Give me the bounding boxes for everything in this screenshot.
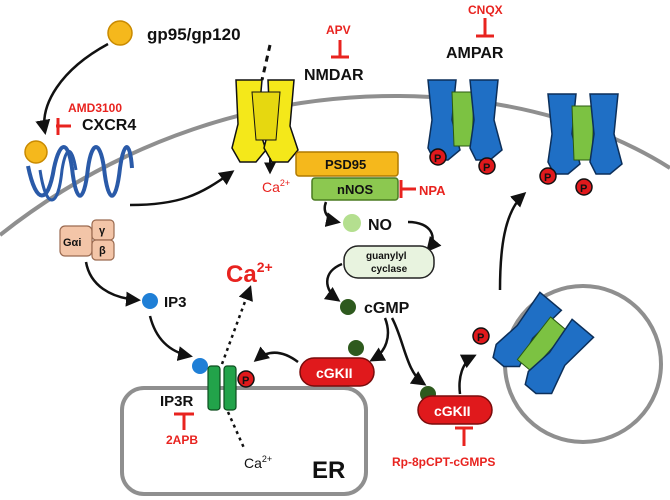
nmdar-receptor [231,79,299,163]
rp-label: Rp-8pCPT-cGMPS [392,455,495,469]
gprotein-to-ip3-arrow [84,261,141,307]
ca-big-symbol: Ca [226,261,257,288]
vesicle-to-membrane-arrow [498,191,527,291]
nmdar-label: NMDAR [304,67,364,84]
er-label: ER [312,457,345,484]
ampar-receptor-2 [547,93,623,175]
ampar-vesicle-phospho [472,327,490,345]
guanylyl-cyclase [343,245,435,279]
gamma-label: γ [99,225,106,237]
ca-er-label: Ca2+ [244,454,272,471]
cnqx-label: CNQX [468,3,503,17]
ampar-2-phospho-right-label: P [580,183,587,195]
cgkii-right-label: cGKII [434,403,471,419]
cyclase-to-cgmp-arrow [323,262,343,302]
ca-nmdar-charge: 2+ [280,178,290,188]
cxcr4-receptor [26,145,134,202]
ca-nmdar-label: Ca2+ [262,178,290,195]
gp120-ligand [107,20,133,46]
ampar-1-phospho-left-label: P [434,153,441,165]
apv-label: APV [326,23,351,37]
ip3r-ip3-bound [192,358,208,374]
cgkii-left-box [299,357,375,387]
ip3-to-ip3r-arrow [148,315,193,361]
gp120-label: gp95/gp120 [147,25,241,44]
twoapb-inhibition-icon [174,412,194,430]
no-label: NO [368,217,392,234]
ca-er-charge: 2+ [262,454,272,464]
cgkii-left-cgmp [348,340,364,356]
nnos-to-no-arrow [323,201,341,227]
cgmp-label: cGMP [364,300,410,317]
g-protein [59,219,115,261]
ca-er-symbol: Ca [244,455,262,471]
ampar-vesicle-phospho-label: P [477,332,484,344]
ip3-molecule [142,293,158,309]
psd95-label: PSD95 [325,157,366,172]
cnqx-inhibition-icon [476,18,494,38]
ip3r-label: IP3R [160,393,194,410]
ip3-label: IP3 [164,294,187,311]
guanylyl-label: guanylyl [366,251,407,262]
cgkii-to-ip3r-arrow [253,346,299,364]
ampar-vesicle-receptor [492,291,595,395]
no-to-cyclase-arrow [407,220,442,253]
ampar-1-phospho-right-label: P [483,162,490,174]
ca-big-label: Ca2+ [226,259,273,288]
er-ca-dotted-line [226,411,246,449]
ampar-2-phospho-right [575,178,593,196]
cgmp-molecule [340,299,356,315]
cgmp-to-cgkii-right-arrow [390,317,427,386]
ampar-label: AMPAR [446,45,504,62]
ca-release-dotted-arrow [220,285,253,365]
ampar-receptor-1 [427,79,503,161]
nnos-label: nNOS [337,182,373,197]
ca-big-charge: 2+ [257,259,273,275]
npa-inhibition-icon [399,180,416,198]
cgkii-left-label: cGKII [316,365,353,381]
gp120-bound [24,140,48,164]
nnos-box [311,177,399,201]
rp-inhibition-icon [455,426,473,446]
no-molecule [343,214,361,232]
ip3r-phospho-label: P [242,375,249,387]
ca-nmdar-symbol: Ca [262,179,280,195]
ip3r-phospho [237,370,255,388]
cxcr4-label: CXCR4 [82,117,136,134]
ip3r-channel [207,365,237,411]
cgkii-right-box [417,395,493,425]
npa-label: NPA [419,183,446,198]
amd3100-inhibition-icon [56,118,71,135]
cxcr4-to-nmdar-arrow [129,170,235,207]
beta-label: β [99,245,106,257]
ampar-1-phospho-left [429,148,447,166]
galpha-label: Gαi [63,237,81,249]
ampar-2-phospho-left-label: P [544,172,551,184]
twoapb-label: 2APB [166,433,198,447]
ampar-2-phospho-left [539,167,557,185]
psd95-box [295,151,399,177]
apv-inhibition-icon [331,40,349,59]
nmdar-dashed-line [260,44,272,81]
cgmp-to-cgkii-left-arrow [369,317,390,362]
amd3100-label: AMD3100 [68,101,122,115]
er-compartment [120,386,368,496]
cyclase-label: cyclase [371,264,408,275]
ampar-1-phospho-right [478,157,496,175]
gp120-arrow [35,42,109,135]
cgkii-to-vesicle-arrow [458,354,477,395]
